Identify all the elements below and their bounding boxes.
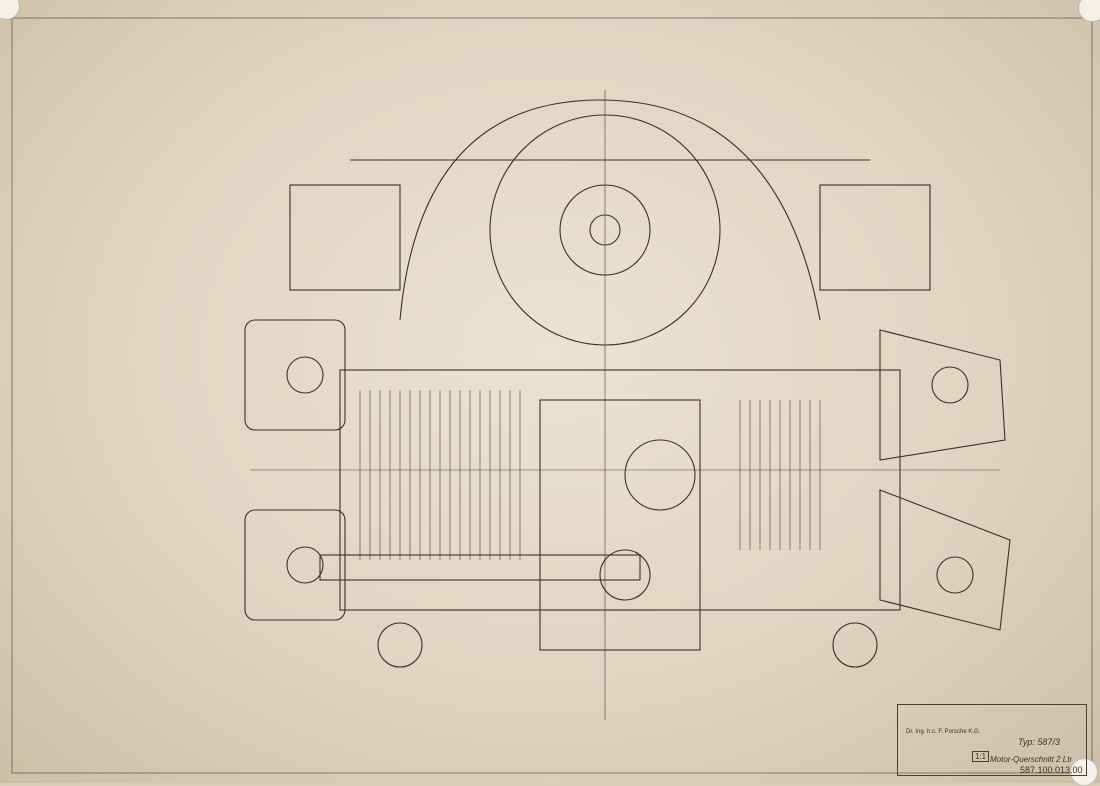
right-carburetor	[819, 184, 931, 291]
sheet-border	[11, 17, 1093, 774]
piston	[624, 439, 696, 511]
drawing-type: Typ: 587/3	[1018, 737, 1060, 747]
left-cylinder-fins	[359, 390, 521, 560]
crankshaft-housing	[539, 399, 701, 651]
left-lower-cylinder-head	[244, 509, 346, 621]
pushpin	[1078, 0, 1100, 22]
crankcase	[339, 369, 901, 611]
right-upper-cylinder-head	[879, 329, 1006, 461]
fan-housing	[399, 99, 821, 321]
pushpin	[1070, 758, 1098, 786]
right-cylinder-fins	[739, 400, 821, 550]
right-exhaust	[832, 622, 878, 668]
title-block: Dr. Ing. h.c. F. Porsche K.G. 1:1 Typ: 5…	[897, 704, 1087, 776]
left-carburetor	[289, 184, 401, 291]
drawing-scale: 1:1	[972, 751, 990, 762]
left-exhaust	[377, 622, 423, 668]
company-name: Dr. Ing. h.c. F. Porsche K.G.	[906, 729, 981, 735]
drawing-title: Motor-Querschnitt 2 Ltr	[990, 755, 1073, 764]
right-lower-cylinder-head	[879, 489, 1011, 631]
crankshaft	[599, 549, 651, 601]
drawing-number: 587.100.013.00	[1020, 765, 1083, 775]
push-rod-tube	[319, 554, 641, 581]
left-upper-cylinder-head	[244, 319, 346, 431]
